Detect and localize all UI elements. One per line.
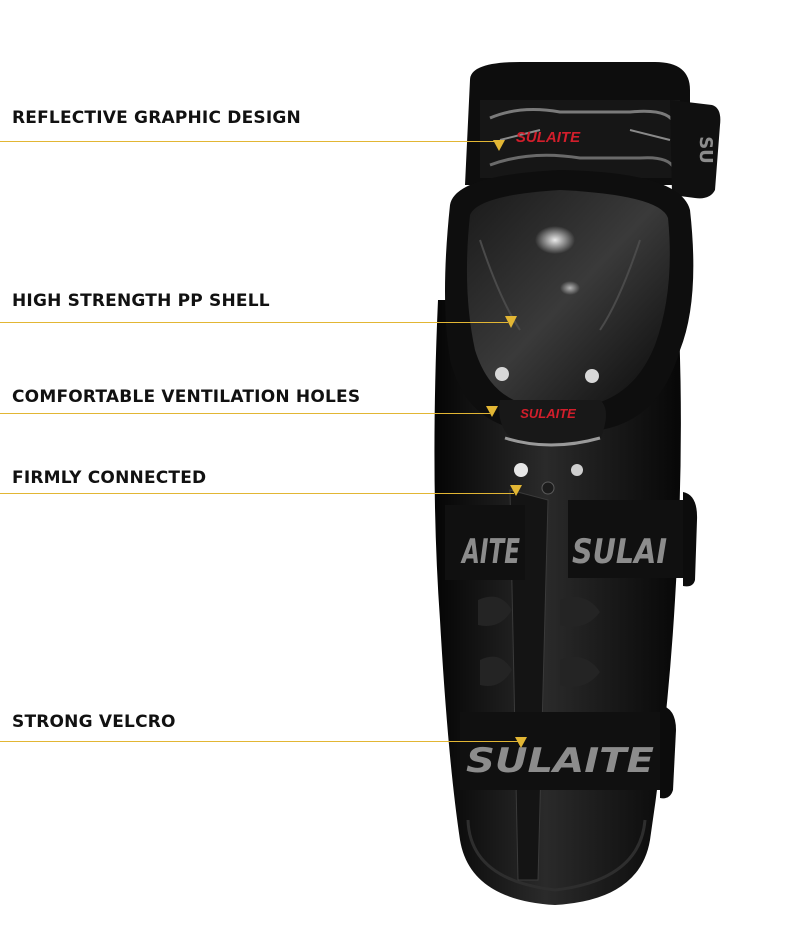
- top-strap: SU: [670, 100, 721, 199]
- feature-label-pp-shell: HIGH STRENGTH PP SHELL: [12, 291, 270, 311]
- upper-strap-text-left: AITE: [460, 532, 520, 572]
- feature-label-reflective-graphic: REFLECTIVE GRAPHIC DESIGN: [12, 108, 301, 128]
- knee-cup: [445, 170, 694, 430]
- top-sleeve: [465, 62, 690, 185]
- top-brand-logo: SULAITE: [516, 129, 581, 146]
- upper-strap: AITE SULAI: [445, 492, 698, 587]
- leader-line-strong-velcro: [0, 741, 518, 742]
- feature-label-ventilation-holes: COMFORTABLE VENTILATION HOLES: [12, 387, 361, 407]
- lower-strap: SULAITE: [460, 705, 676, 799]
- leader-line-pp-shell: [0, 322, 508, 323]
- mid-brand-logo: SULAITE: [520, 406, 576, 421]
- mid-logo-plate: SULAITE: [499, 400, 606, 447]
- leader-line-firmly-connected: [0, 493, 514, 494]
- lower-strap-text: SULAITE: [466, 741, 654, 781]
- leader-line-ventilation-holes: [0, 413, 490, 414]
- callout-markers: [486, 140, 527, 748]
- feature-label-firmly-connected: FIRMLY CONNECTED: [12, 468, 207, 488]
- feature-label-strong-velcro: STRONG VELCRO: [12, 712, 176, 732]
- upper-strap-text-right: SULAI: [572, 532, 667, 572]
- leader-line-reflective-graphic: [0, 141, 495, 142]
- svg-text:SU: SU: [695, 136, 716, 164]
